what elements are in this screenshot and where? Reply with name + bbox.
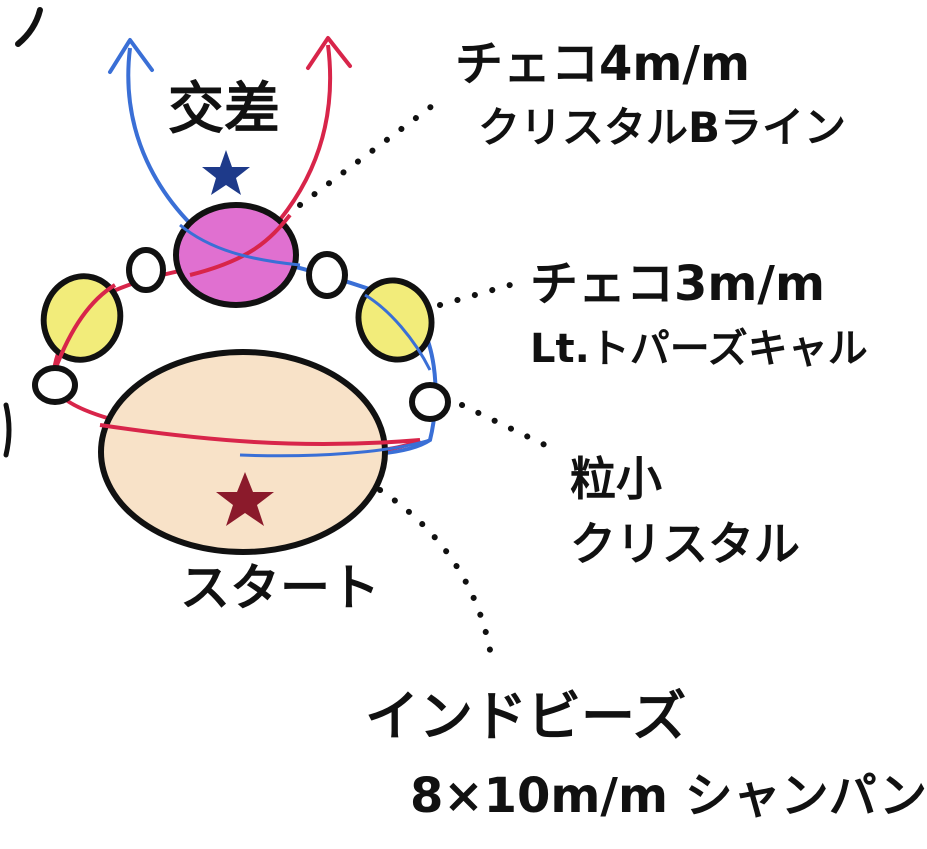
leader-base-bead [377, 487, 493, 653]
leader-top-bead [297, 97, 443, 208]
top-bead-label-1: チェコ4m/m [455, 36, 750, 92]
small-bead [126, 247, 166, 293]
top-bead-label-2: クリスタルBライン [478, 103, 846, 152]
mid-bead-label-1: チェコ3m/m [530, 256, 825, 312]
leader-mid-bead [437, 282, 513, 308]
edge-mark-left [3, 402, 12, 458]
small-bead [32, 365, 78, 405]
arrow-up-icon [306, 36, 352, 70]
mid-bead-label-2: Lt.トパーズキャル [530, 326, 868, 372]
small-bead [409, 382, 451, 422]
star-icon [202, 150, 250, 195]
star-icon [216, 472, 274, 526]
blue-thread-through-top [179, 223, 301, 267]
red-thread-over-base [99, 423, 421, 447]
red-thread-through-mid-left [53, 283, 117, 371]
base-bead-label-2: 8×10m/m シャンパン [410, 768, 927, 824]
crossing-label: 交差 [168, 77, 280, 142]
base-bead-label-1: インドビーズ [365, 685, 686, 748]
leader-small-bead [459, 402, 548, 448]
base-bead [98, 349, 388, 555]
small-bead-label-2: クリスタル [570, 517, 800, 571]
arrow-up-icon [108, 38, 154, 74]
red-thread-through-top [189, 213, 292, 277]
blue-thread-through-mid-right [364, 293, 432, 371]
small-bead-label-1: 粒小 [570, 452, 662, 506]
start-label: スタート [180, 559, 380, 617]
edge-mark [15, 7, 43, 47]
small-bead [306, 251, 348, 299]
blue-thread-over-base [239, 438, 431, 458]
